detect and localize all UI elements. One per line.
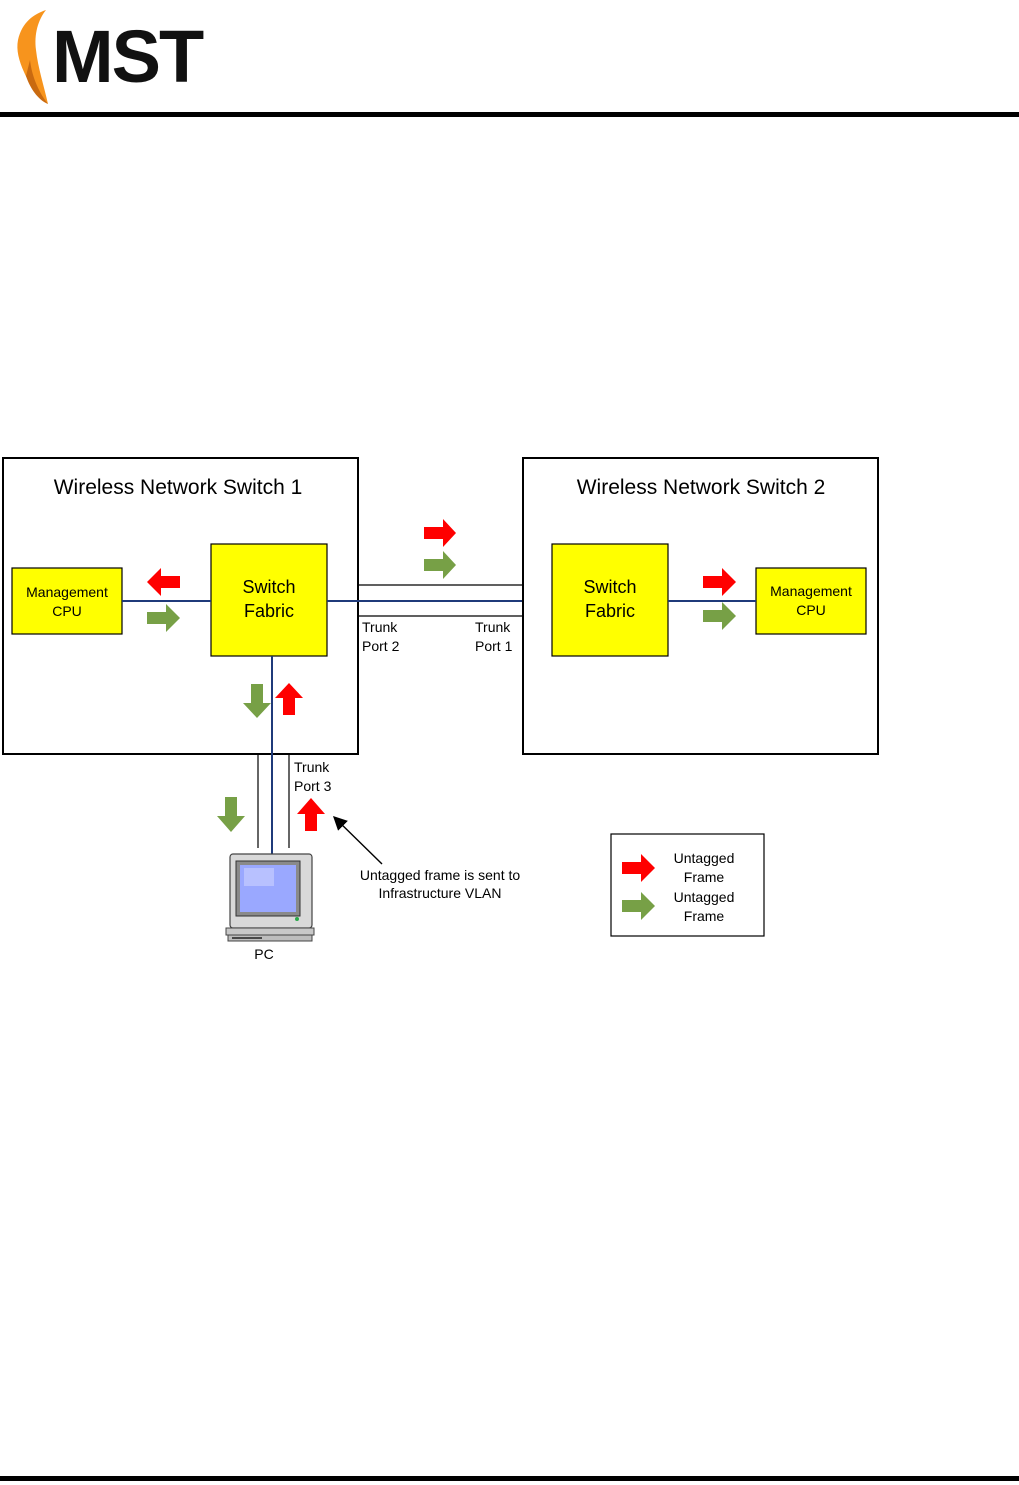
switch-2-management-label: Management (770, 583, 852, 599)
header-rule (0, 112, 1019, 117)
switch-1: Wireless Network Switch 1 Management CPU… (2, 457, 523, 755)
trunk-port-1-label-1: Trunk (475, 619, 511, 635)
arrow-green-fabric-down-icon (243, 684, 271, 718)
switch-1-management-label: Management (26, 584, 108, 600)
pc-computer-icon (225, 853, 315, 942)
annotation-line-1: Untagged frame is sent to (360, 867, 521, 883)
arrow-red-trunk-right-icon (424, 519, 456, 547)
pc-label: PC (254, 946, 273, 962)
annotation-pointer (332, 816, 383, 865)
arrow-red-pc-up-icon (297, 798, 325, 831)
switch-2-cpu-label: CPU (796, 602, 826, 618)
mst-logo: MST (17, 10, 206, 104)
trunk-port-2-label-1: Trunk (362, 619, 398, 635)
annotation-line-2: Infrastructure VLAN (379, 885, 502, 901)
legend-red-label-2: Frame (684, 869, 725, 885)
legend-red-arrow-icon (622, 854, 655, 882)
legend-green-label-2: Frame (684, 908, 725, 924)
trunk-port-1-label-2: Port 1 (475, 638, 513, 654)
switch-2-fabric (551, 543, 669, 657)
switch-1-title: Wireless Network Switch 1 (54, 476, 303, 499)
arrow-green-pc-down-icon (217, 797, 245, 832)
arrow-red-cpu2-right-icon (703, 568, 736, 596)
arrow-red-fabric-up-icon (275, 683, 303, 715)
switch-2-management-cpu (755, 567, 867, 635)
arrow-red-cpu-left-icon (147, 568, 180, 596)
legend-red-label-1: Untagged (674, 850, 735, 866)
switch-2-fabric-label-2: Fabric (585, 601, 635, 621)
switch-1-fabric-label-2: Fabric (244, 601, 294, 621)
frame-arrows (147, 519, 736, 832)
legend-green-arrow-icon (622, 892, 655, 920)
logo-swoosh-icon (17, 10, 48, 104)
legend-box (610, 833, 765, 937)
legend: Untagged Frame Untagged Frame (610, 833, 765, 937)
arrow-green-cpu-right-icon (147, 604, 180, 632)
trunk-port-2-label-2: Port 2 (362, 638, 400, 654)
switch-1-fabric (210, 543, 328, 657)
switch-1-cpu-label: CPU (52, 603, 82, 619)
logo-text: MST (52, 15, 204, 98)
trunk-port-3-label-1: Trunk (294, 759, 330, 775)
switch-1-fabric-label-1: Switch (242, 577, 295, 597)
arrow-green-cpu2-right-icon (703, 602, 736, 630)
logo-swoosh-accent-icon (26, 60, 48, 104)
switch-2-title: Wireless Network Switch 2 (577, 476, 826, 499)
trunk-port-3-label-2: Port 3 (294, 778, 332, 794)
switch-2: Wireless Network Switch 2 Switch Fabric … (522, 457, 879, 755)
switch-1-management-cpu (11, 567, 123, 635)
switch-2-fabric-label-1: Switch (583, 577, 636, 597)
arrow-green-trunk-right-icon (424, 551, 456, 579)
legend-green-label-1: Untagged (674, 889, 735, 905)
footer-rule (0, 1476, 1019, 1481)
